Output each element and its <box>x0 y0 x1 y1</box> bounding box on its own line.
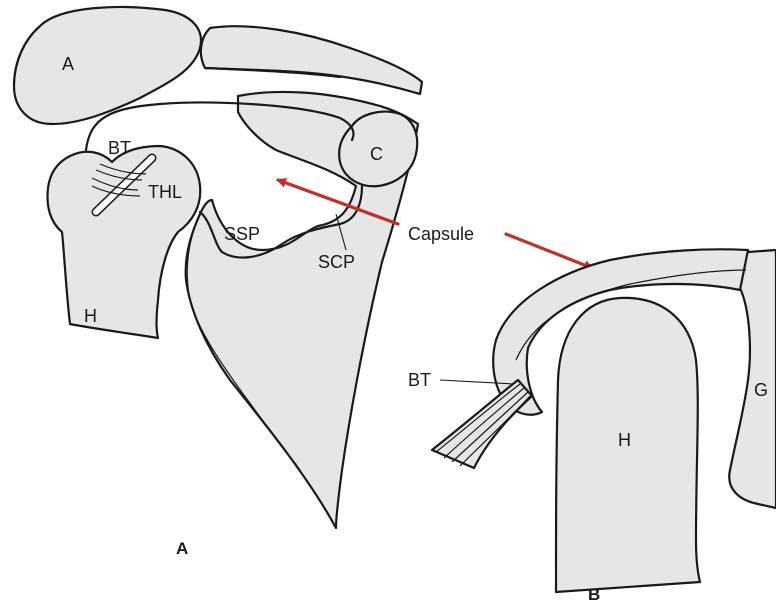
label-glenoid: G <box>754 380 768 400</box>
arrow-to-capsule-b <box>506 234 592 268</box>
panel-b: BT H G B <box>408 249 776 604</box>
label-humerus-a: H <box>84 306 97 326</box>
label-biceps-tendon-a: BT <box>108 138 131 158</box>
panel-label-b: B <box>588 585 600 604</box>
label-thl: THL <box>148 182 182 202</box>
acromion-shape <box>14 7 201 124</box>
label-capsule: Capsule <box>408 224 474 244</box>
label-biceps-tendon-b: BT <box>408 370 431 390</box>
humerus-shape-a <box>48 146 201 338</box>
label-scp: SCP <box>318 252 355 272</box>
label-humerus-b: H <box>618 430 631 450</box>
label-acromion: A <box>62 54 74 74</box>
clavicle-shape <box>201 26 422 94</box>
panel-label-a: A <box>176 539 188 558</box>
panel-a: A BT THL C SSP SCP H A <box>14 7 422 558</box>
biceps-tendon-b <box>432 380 532 468</box>
label-coracoid: C <box>370 144 383 164</box>
label-ssp: SSP <box>224 224 260 244</box>
